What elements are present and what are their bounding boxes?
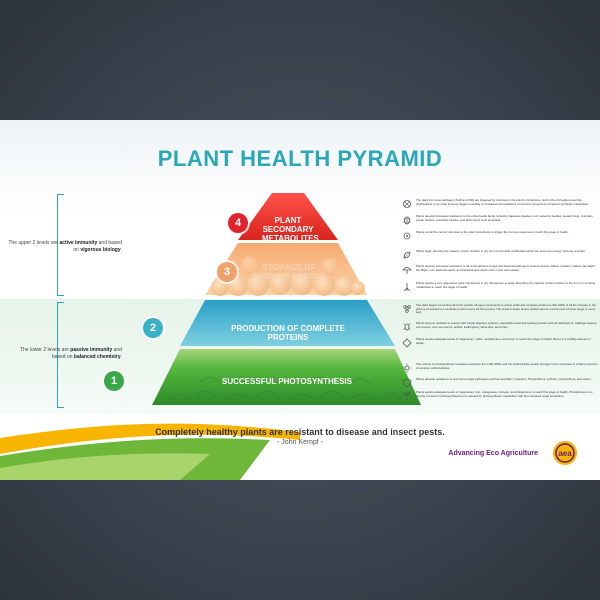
level-3-badge: 3 (217, 262, 237, 282)
leaf-texture (169, 376, 401, 401)
description-item: Plants recruit the correct microbes to t… (402, 230, 598, 241)
band-divider (0, 295, 600, 299)
leaf-icon (403, 251, 411, 259)
quote-author: - John Kempf - (277, 439, 323, 446)
pyramid-level-4 (238, 193, 338, 240)
description-item: Plants develop resistance to soil-borne … (402, 377, 598, 388)
aea-logo: aea (553, 441, 577, 465)
brand-tagline: Advancing Eco Agriculture (448, 450, 538, 457)
description-item: The volume of photosynthesis increases a… (402, 362, 598, 373)
sun-icon (402, 363, 412, 373)
level-3-label: STORAGE OF SURPLUS ENERGY (251, 263, 327, 281)
pyramid-graphic (0, 193, 421, 480)
level-2-badge: 2 (143, 318, 163, 338)
logo-text: aea (558, 449, 572, 458)
lower-side-note: The lower 2 levels are passive immunity … (19, 347, 122, 360)
level-1-label: SUCCESSFUL PHOTOSYNTHESIS (222, 377, 352, 386)
mineral-icon (402, 338, 412, 348)
upper-bracket (57, 194, 64, 296)
level-4-label: PLANT SECONDARY METABOLITES (262, 216, 319, 243)
swoosh-yellow (0, 423, 300, 454)
pyramid-level-2 (180, 300, 395, 346)
microbe-icon (403, 232, 411, 240)
description-item: The plant's immune pathways (SAR and ISR… (402, 198, 598, 209)
level-1-badge: 1 (104, 371, 124, 391)
shield-icon (402, 378, 412, 388)
quote: Completely healthy plants are resistant … (155, 427, 445, 437)
bug-icon (403, 200, 411, 208)
root-icon (403, 283, 411, 292)
description-item: Plants begin diverting the majority of t… (402, 249, 598, 260)
lower-bracket (57, 302, 64, 408)
description-item: Plants require adequate levels of magnes… (402, 337, 598, 348)
page-title: PLANT HEALTH PYRAMID (157, 146, 443, 171)
poster: PLANT HEALTH PYRAMID (0, 120, 600, 480)
level-2-label: PRODUCTION OF COMPLETE PROTEINS (231, 324, 345, 342)
protein-icon (403, 305, 411, 313)
plant-icon (403, 391, 411, 400)
description-item: Plants become resistant to insects with … (402, 321, 598, 332)
swoosh-green-light (0, 453, 210, 480)
description-item: Plants require a very aggressive plant m… (402, 281, 598, 292)
insect-icon (402, 322, 412, 331)
description-item: Plants require adequate levels of magnes… (402, 390, 598, 401)
description-item: Plants develop increased resistance to t… (402, 214, 598, 225)
pyramid-level-1 (152, 349, 421, 405)
level-4-badge: 4 (228, 213, 248, 233)
description-item: The plant begins converting all of the s… (402, 303, 598, 315)
surplus-energy-balls (211, 256, 365, 296)
beetle-icon (403, 216, 411, 225)
description-item: Plants develop increased resistance to a… (402, 264, 598, 275)
fungus-icon (402, 267, 412, 274)
upper-side-note: The upper 2 levels are active immunity a… (8, 240, 122, 253)
